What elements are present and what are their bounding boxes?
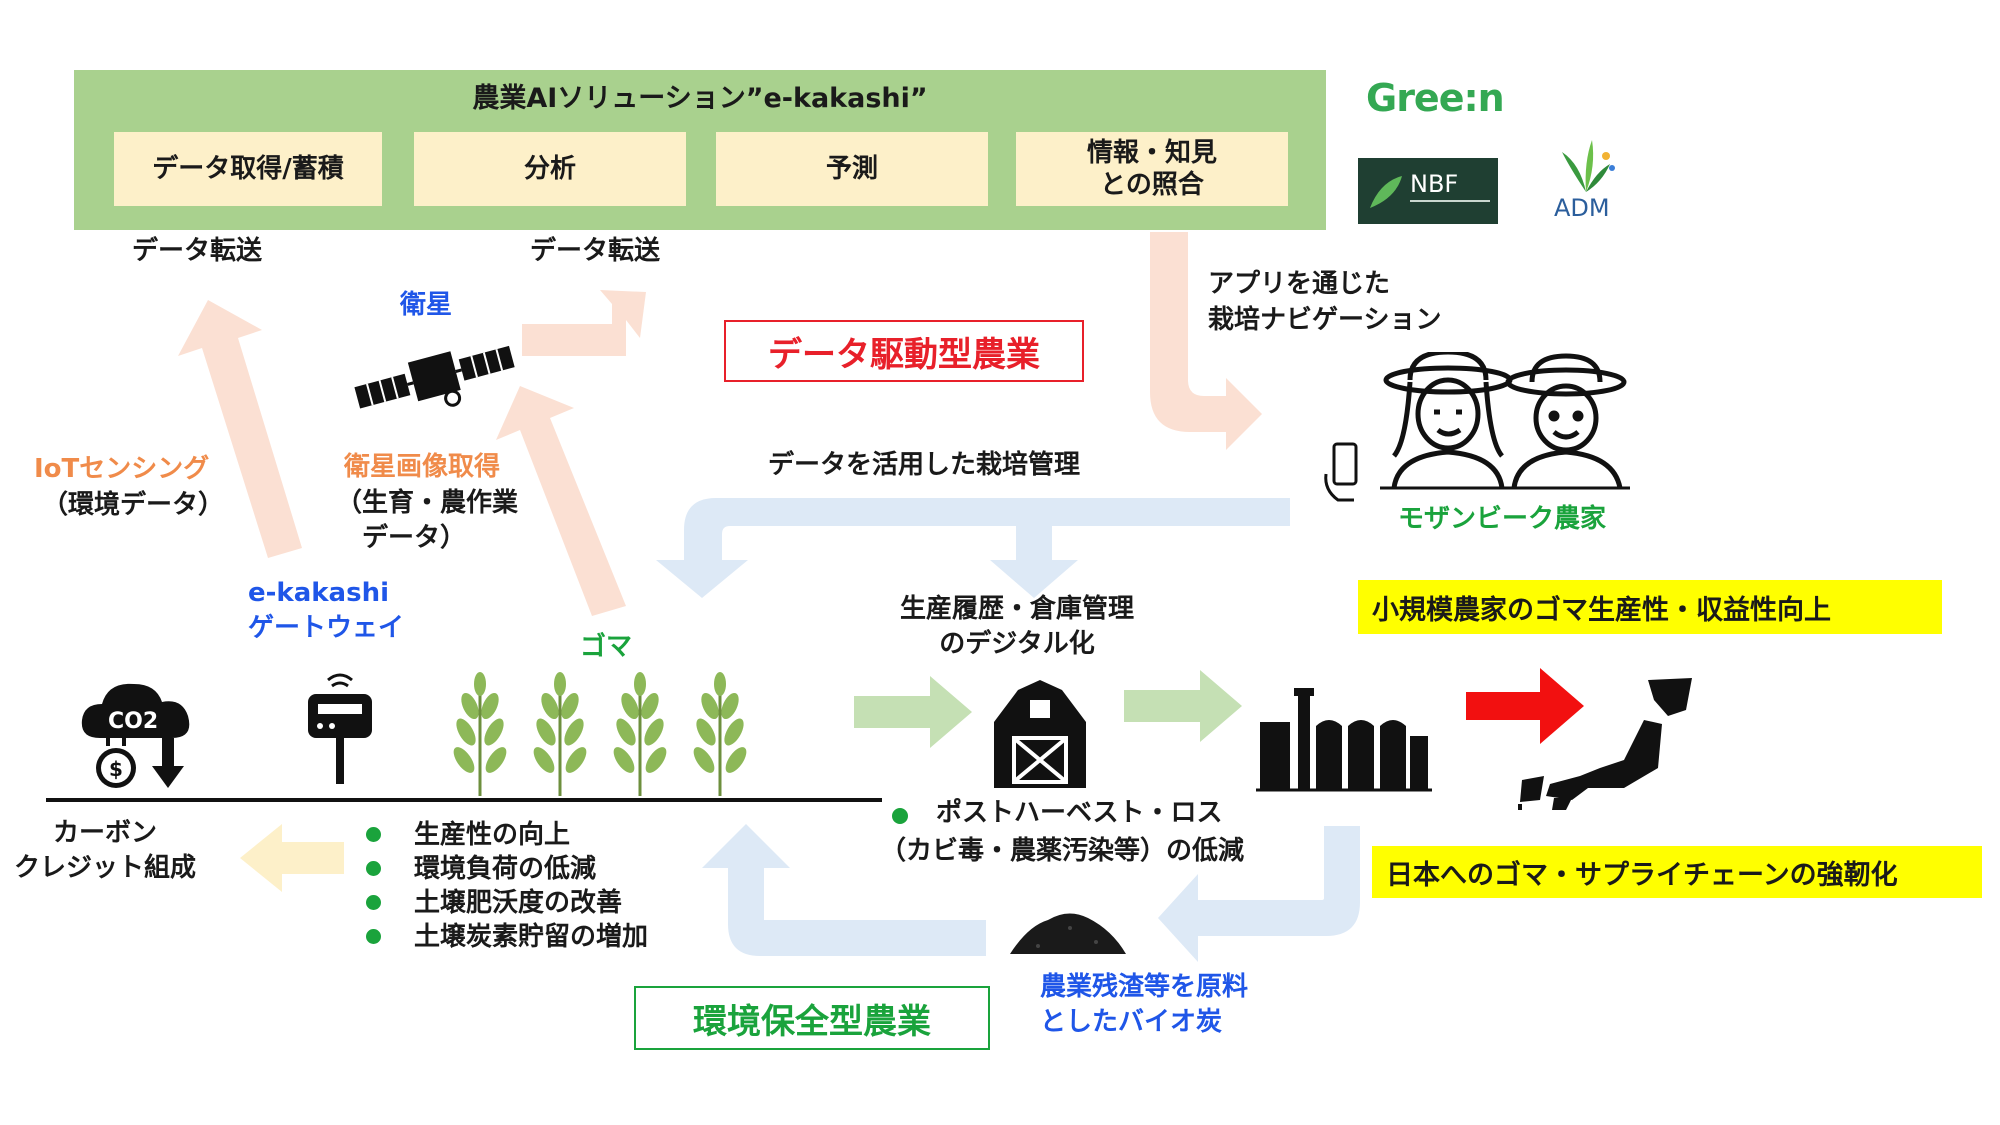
adm-leaf-icon — [1562, 140, 1615, 192]
carbon-credit-arrow — [240, 824, 344, 892]
list-item: 生産性の向上 — [366, 818, 648, 852]
adm-logo-text: ADM — [1554, 194, 1610, 222]
bullet-icon — [366, 929, 381, 944]
app-navigation-arrow — [1150, 232, 1262, 450]
data-driven-agriculture: データ駆動型農業 — [724, 320, 1084, 382]
japan-map-icon — [1518, 678, 1692, 810]
list-item: 土壌炭素貯留の増加 — [366, 920, 648, 954]
harvest-to-barn-arrow — [854, 676, 972, 748]
ekakashi-panel: 農業AIソリューション”e-kakashi” データ取得/蓄積 分析 予測 情報… — [74, 70, 1326, 230]
iot-sensing-label: IoTセンシング — [34, 454, 210, 484]
app-navigation-label: アプリを通じた 栽培ナビゲーション — [1208, 269, 1442, 336]
list-item: 環境負荷の低減 — [366, 852, 648, 886]
sesame-plant — [688, 672, 752, 798]
benefit-text: 生産性の向上 — [414, 820, 571, 850]
step-prediction: 予測 — [716, 132, 988, 206]
postharvest-sub: （カビ毒・農薬汚染等）の低減 — [880, 836, 1245, 866]
gateway-device-icon — [308, 673, 372, 784]
smartphone-hand-icon — [1324, 442, 1358, 502]
environmental-conservation-agriculture: 環境保全型農業 — [634, 986, 990, 1050]
supply-chain-highlight: 日本へのゴマ・サプライチェーンの強靭化 — [1372, 846, 1982, 898]
data-management-arrow — [656, 498, 1290, 598]
carbon-credit-label: カーボン クレジット組成 — [14, 818, 197, 884]
ekakashi-gateway-label: e-kakashi ゲートウェイ — [248, 578, 405, 644]
export-arrow — [1466, 668, 1584, 744]
mozambique-farmers-label: モザンビーク農家 — [1398, 504, 1607, 534]
co2-credit-icon: CO2 $ — [81, 683, 190, 788]
biochar-field-arrow — [702, 824, 986, 956]
step-data-acquisition: データ取得/蓄積 — [114, 132, 382, 206]
greenin-logo: Gree:n — [1366, 76, 1505, 120]
step-knowledge-matching: 情報・知見 との照合 — [1016, 132, 1288, 206]
satellite-icon — [354, 345, 515, 409]
productivity-highlight: 小規模農家のゴマ生産性・収益性向上 — [1358, 580, 1942, 634]
sesame-plant — [608, 672, 672, 798]
bullet-icon — [366, 895, 381, 910]
nbf-logo-text: NBF — [1410, 170, 1459, 198]
co2-text: CO2 — [108, 709, 158, 734]
satellite-upload-arrow — [522, 290, 646, 356]
benefit-text: 環境負荷の低減 — [414, 854, 597, 884]
factory-silo-icon — [1256, 688, 1432, 792]
benefit-text: 土壌肥沃度の改善 — [414, 888, 623, 918]
satellite-image-label: 衛星画像取得 — [344, 452, 501, 482]
sesame-plant — [528, 672, 592, 798]
bullet-icon — [366, 861, 381, 876]
panel-title: 農業AIソリューション”e-kakashi” — [472, 83, 928, 114]
list-item: 土壌肥沃度の改善 — [366, 886, 648, 920]
sesame-plants-icon — [453, 672, 752, 798]
postharvest-title: ポストハーベスト・ロス — [936, 798, 1223, 828]
benefits-list: 生産性の向上 環境負荷の低減 土壌肥沃度の改善 土壌炭素貯留の増加 — [366, 818, 648, 954]
data-transfer-left: データ転送 — [132, 236, 263, 266]
barn-to-factory-arrow — [1124, 670, 1242, 742]
data-management-label: データを活用した栽培管理 — [768, 450, 1081, 480]
farmers-icon — [1380, 352, 1630, 490]
barn-icon — [994, 680, 1086, 788]
nbf-leaf-icon — [1370, 176, 1402, 208]
sesame-label: ゴマ — [580, 632, 633, 662]
nbf-logo: NBF — [1358, 158, 1498, 224]
sesame-to-satellite-arrow — [496, 386, 626, 616]
digitalization-label: 生産履歴・倉庫管理 のデジタル化 — [900, 594, 1135, 660]
data-management-branch-arrow — [990, 526, 1078, 598]
data-transfer-right: データ転送 — [530, 236, 661, 266]
satellite-label: 衛星 — [400, 290, 453, 320]
iot-sensing-sub: （環境データ） — [42, 490, 225, 520]
biochar-return-arrow — [1158, 826, 1360, 962]
satellite-image-sub: （生育・農作業 データ） — [336, 488, 519, 554]
nbf-logo-divider — [1410, 200, 1490, 202]
sesame-plant — [453, 672, 507, 796]
svg-text:$: $ — [109, 757, 123, 781]
benefit-text: 土壌炭素貯留の増加 — [414, 922, 649, 952]
step-analysis: 分析 — [414, 132, 686, 206]
biochar-label: 農業残渣等を原料 としたバイオ炭 — [1040, 972, 1249, 1038]
iot-upload-arrow — [178, 300, 302, 558]
bullet-icon — [366, 827, 381, 842]
biochar-pile-icon — [1010, 913, 1126, 954]
postharvest-bullet — [892, 808, 908, 824]
